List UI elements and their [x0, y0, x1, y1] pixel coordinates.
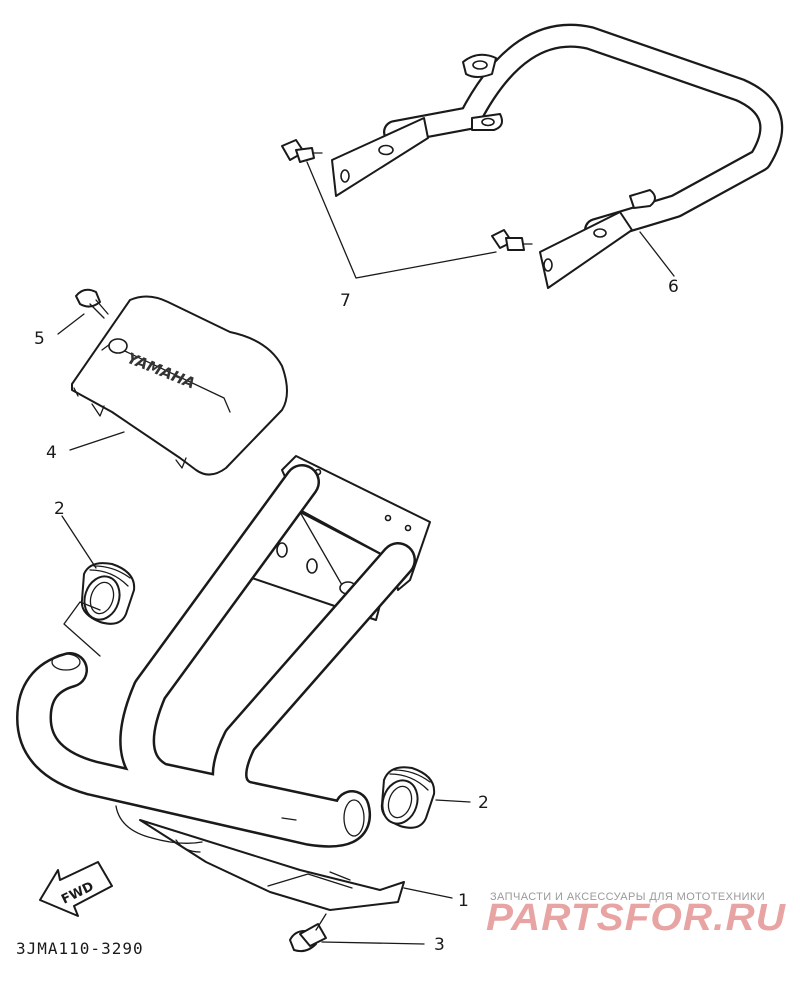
callout-7: 7: [340, 291, 351, 311]
callout-3: 3: [434, 935, 445, 955]
bolt-part-3: [289, 913, 327, 953]
callout-5: 5: [34, 329, 45, 349]
leader-line-5: [57, 313, 85, 335]
forward-direction-arrow: FWD: [39, 861, 113, 917]
leader-line-2-lower: [435, 799, 471, 803]
screw-part-5: [75, 288, 109, 319]
bolt-part-7-upper: [281, 139, 323, 163]
drawing-code: 3JMA110-3290: [16, 939, 144, 958]
cover-part-4: YAMAHA: [71, 295, 288, 476]
watermark: ЗАПЧАСТИ И АКСЕССУАРЫ ДЛЯ МОТОТЕХНИКИ PA…: [486, 891, 787, 939]
leader-line-4: [69, 431, 125, 451]
leader-line-3: [321, 941, 425, 945]
callout-2-upper: 2: [54, 499, 65, 519]
bolt-part-7-lower: [491, 229, 533, 251]
grommet-part-2-upper: [80, 562, 136, 625]
callout-6: 6: [668, 277, 679, 297]
leader-line-6: [639, 231, 675, 277]
leader-line-7: [306, 161, 497, 279]
rear-rack-part-6: [331, 23, 784, 289]
callout-1: 1: [458, 891, 469, 911]
leader-line-2-upper: [61, 515, 97, 569]
callout-4: 4: [46, 443, 57, 463]
callout-2-lower: 2: [478, 793, 489, 813]
grommet-part-2-lower: [380, 766, 436, 829]
front-guard-part-1: [16, 455, 431, 911]
watermark-subtitle: ЗАПЧАСТИ И АКСЕССУАРЫ ДЛЯ МОТОТЕХНИКИ: [490, 891, 765, 903]
grommet-fit-line: [63, 601, 101, 657]
leader-line-1: [403, 887, 453, 899]
watermark-brand: PARTSFOR.RU: [486, 897, 787, 939]
